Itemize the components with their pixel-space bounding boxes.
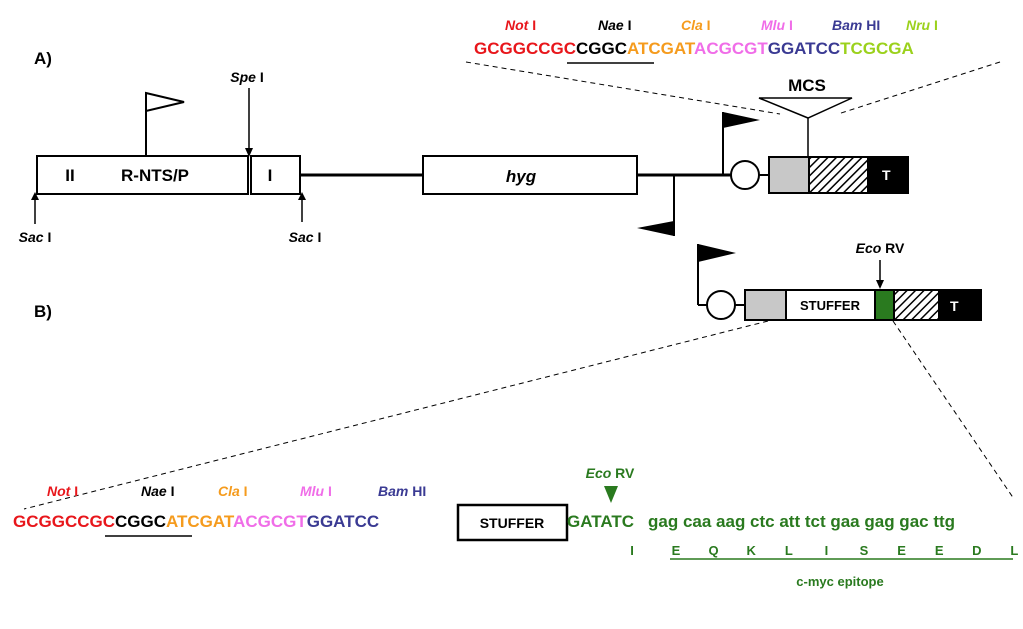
- seq-mlu: ACGCGT: [694, 39, 768, 58]
- amino-acid: D: [972, 543, 981, 558]
- site-label-cla: Cla: [218, 483, 240, 499]
- eco-triangle-seq: [604, 486, 618, 503]
- epitope-label: c-myc epitope: [796, 574, 883, 589]
- zoom-line-left-a: [465, 61, 781, 115]
- stuffer-box-b: [785, 289, 876, 321]
- zoom-line-right-b: [892, 320, 1015, 500]
- hatched-box-b: [893, 289, 940, 321]
- seq-bam: GGATCC: [768, 39, 840, 58]
- site-label-nae: Nae: [598, 17, 624, 33]
- hyg-box: [422, 155, 638, 195]
- rnts-box: [36, 155, 249, 195]
- green-box-b: [874, 289, 895, 321]
- amino-acid: E: [935, 543, 944, 558]
- seq-not: GCGGCCGC: [13, 512, 115, 531]
- site-label-suffix-cla: I: [703, 17, 711, 33]
- seq-cla: ATCGAT: [166, 512, 235, 531]
- amino-acid: S: [860, 543, 869, 558]
- site-label-mlu: Mlu: [761, 17, 786, 33]
- amino-acid: E: [672, 543, 681, 558]
- hyg-label: hyg: [506, 167, 537, 186]
- sac-site-left: Sac I: [19, 192, 52, 245]
- promoter-flag-forward-a: [722, 112, 760, 175]
- aa-first: I: [630, 543, 634, 558]
- rnts-roman: II: [65, 166, 74, 185]
- seq-nae: CGGC: [576, 39, 627, 58]
- panel-a-label: A): [34, 49, 52, 68]
- seq-nru: TCGCGA: [840, 39, 914, 58]
- zoom-line-right-a: [837, 61, 1001, 115]
- site-label-suffix-mlu: I: [785, 17, 793, 33]
- site-label-suffix-bam: HI: [862, 17, 880, 33]
- terminator-label-b: T: [950, 298, 959, 314]
- box-i-label: I: [268, 166, 273, 185]
- panel-b-label: B): [34, 302, 52, 321]
- terminator-box-a: [867, 156, 909, 194]
- eco-label-b: Eco RV: [856, 240, 905, 256]
- mcs-sequence-text-b: GCGGCCGCCGGCATCGATACGCGTGGATCC: [13, 512, 379, 531]
- mcs-triangle: [758, 97, 853, 119]
- spe-label: Spe I: [230, 69, 263, 85]
- site-label-suffix-nru: I: [930, 17, 938, 33]
- amino-acid: L: [1010, 543, 1018, 558]
- hatched-box-a: [808, 156, 869, 194]
- site-label-suffix-nae: I: [167, 483, 175, 499]
- stuffer-label-seq: STUFFER: [480, 515, 545, 531]
- sac-left-label: Sac I: [19, 229, 52, 245]
- amino-acid: I: [825, 543, 829, 558]
- stuffer-label-b: STUFFER: [800, 298, 861, 313]
- site-label-mlu: Mlu: [300, 483, 325, 499]
- grey-box-b: [744, 289, 787, 321]
- site-label-nru: Nru: [906, 17, 931, 33]
- promoter-flag-reverse: [637, 175, 675, 236]
- terminator-box-b: [938, 289, 982, 321]
- seq-cla: ATCGAT: [627, 39, 696, 58]
- site-label-not: Not: [47, 483, 72, 499]
- rnts-label: R-NTS/P: [121, 166, 189, 185]
- site-label-suffix-not: I: [70, 483, 78, 499]
- seq-nae: CGGC: [115, 512, 166, 531]
- site-label-suffix-cla: I: [240, 483, 248, 499]
- site-label-suffix-nae: I: [624, 17, 632, 33]
- promoter-flag-rnts: [145, 91, 185, 156]
- site-label-nae: Nae: [141, 483, 167, 499]
- circle-element-b: [706, 290, 736, 320]
- site-label-not: Not: [505, 17, 530, 33]
- amino-acid: L: [785, 543, 793, 558]
- sac-right-label: Sac I: [289, 229, 322, 245]
- spe-site: Spe I: [230, 69, 264, 157]
- promoter-flag-forward-b: [697, 244, 736, 305]
- site-label-suffix-not: I: [528, 17, 536, 33]
- stuffer-box-seq: [456, 503, 569, 542]
- site-label-suffix-bam: HI: [408, 483, 426, 499]
- codon-sequence: gag caa aag ctc att tct gaa gag gac ttg: [648, 512, 955, 531]
- site-label-cla: Cla: [681, 17, 703, 33]
- eco-site-b: Eco RV: [856, 240, 905, 289]
- mcs-label: MCS: [788, 76, 826, 95]
- site-label-bam: Bam: [378, 483, 408, 499]
- amino-acid: E: [897, 543, 906, 558]
- box-i: [250, 155, 301, 195]
- seq-bam: GGATCC: [307, 512, 379, 531]
- amino-acid: K: [747, 543, 757, 558]
- site-label-bam: Bam: [832, 17, 862, 33]
- mcs-sequence-text-a: GCGGCCGCCGGCATCGATACGCGTGGATCCTCGCGA: [474, 39, 914, 58]
- site-label-suffix-mlu: I: [324, 483, 332, 499]
- seq-not: GCGGCCGC: [474, 39, 576, 58]
- eco-label-seq: Eco RV: [586, 465, 635, 481]
- seq-mlu: ACGCGT: [233, 512, 307, 531]
- eco-sequence: GATATC: [567, 512, 634, 531]
- sac-site-right: Sac I: [289, 192, 322, 245]
- grey-box-a: [768, 156, 810, 194]
- terminator-label-a: T: [882, 167, 891, 183]
- zoom-line-left-b: [23, 320, 769, 510]
- circle-element-a: [730, 160, 760, 190]
- amino-acid: Q: [709, 543, 719, 558]
